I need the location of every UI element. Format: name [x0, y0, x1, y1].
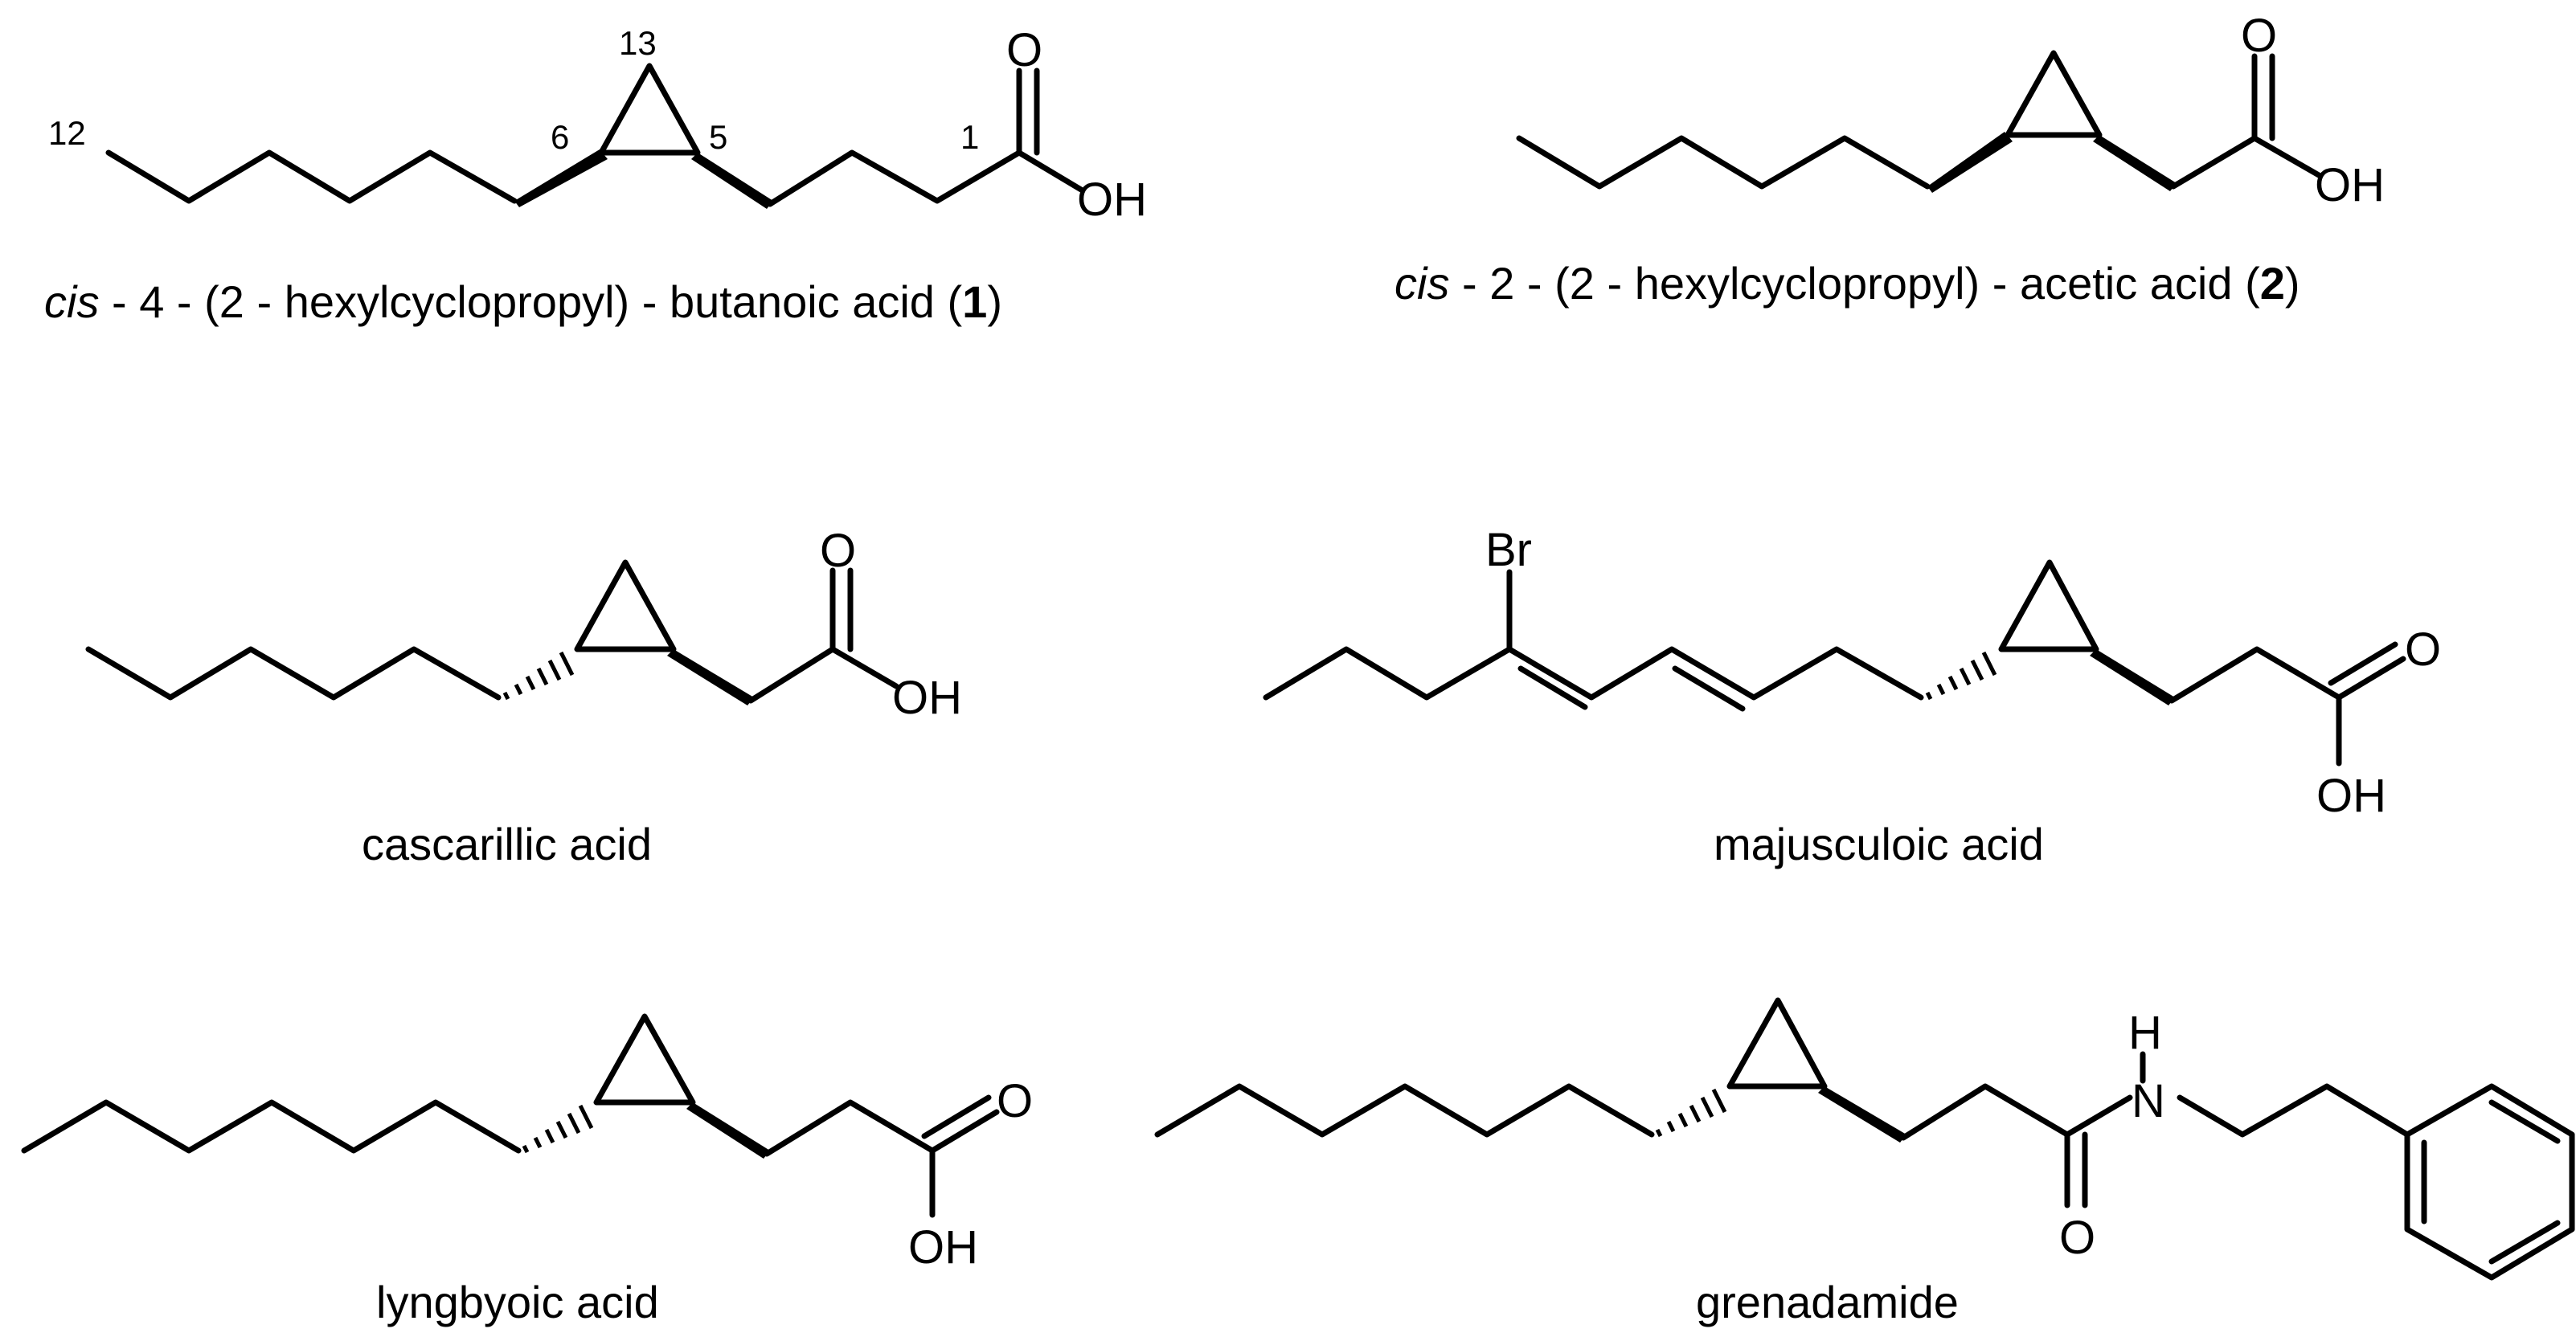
caption-compound-2: cis - 2 - (2 - hexylcyclopropyl) - aceti…	[1394, 258, 2300, 309]
hydroxyl-majusculoic: OH	[2316, 770, 2386, 822]
caption-majusculoic-acid: majusculoic acid	[1714, 819, 2044, 869]
skeleton-lyngbyoic-acid	[21, 1013, 1000, 1218]
skeleton-compound-1	[105, 63, 1084, 209]
carbonyl-oxygen-majusculoic: O	[2405, 624, 2441, 676]
skeleton-grenadamide	[1154, 997, 2575, 1281]
skeleton-majusculoic-acid	[1263, 559, 2406, 767]
carbonyl-oxygen-2: O	[2241, 10, 2277, 62]
hydroxyl-1: OH	[1077, 174, 1147, 226]
locant-1: 1	[960, 118, 979, 156]
skeleton-compound-2	[1516, 50, 2322, 193]
hydroxyl-2: OH	[2315, 159, 2385, 211]
caption-compound-1: cis - 4 - (2 - hexylcyclopropyl) - butan…	[44, 276, 1002, 327]
hashed-bond-cascarillic	[502, 651, 575, 701]
molecule-compound-2: O OH cis - 2 - (2 - hexylcyclopropyl) - …	[1394, 10, 2385, 309]
molecule-compound-1: O OH 12 6 13 5 1 cis - 4 - (2 - hexylcyc…	[44, 24, 1147, 327]
carbonyl-oxygen-cascarillic: O	[820, 525, 856, 577]
caption-lyngbyoic-acid: lyngbyoic acid	[376, 1277, 659, 1327]
molecule-lyngbyoic-acid: O OH lyngbyoic acid	[21, 1013, 1033, 1327]
locant-13: 13	[619, 24, 657, 62]
carbonyl-oxygen-1: O	[1006, 24, 1042, 76]
caption-cascarillic-acid: cascarillic acid	[362, 819, 652, 869]
molecule-cascarillic-acid: O OH cascarillic acid	[85, 525, 962, 869]
hashed-bond-majusculoic	[1925, 651, 1997, 701]
hydroxyl-lyngbyoic: OH	[908, 1221, 978, 1274]
amide-hydrogen: H	[2128, 1007, 2162, 1059]
molecule-grenadamide: H N O grenadamide	[1154, 997, 2575, 1327]
hashed-bond-lyngbyoic	[522, 1104, 594, 1154]
amide-oxygen: O	[2059, 1212, 2095, 1264]
carbonyl-oxygen-lyngbyoic: O	[997, 1075, 1033, 1127]
skeleton-cascarillic-acid	[85, 559, 899, 705]
locant-5: 5	[709, 118, 727, 156]
locant-12: 12	[48, 114, 86, 152]
hashed-bond-grenadamide	[1655, 1088, 1727, 1138]
caption-grenadamide: grenadamide	[1696, 1277, 1959, 1327]
amide-nitrogen: N	[2132, 1075, 2165, 1127]
molecule-majusculoic-acid: Br O OH majusculoic acid	[1263, 524, 2441, 869]
bromine-atom: Br	[1485, 524, 1532, 576]
locant-6: 6	[551, 118, 569, 156]
hydroxyl-cascarillic: OH	[892, 672, 962, 724]
